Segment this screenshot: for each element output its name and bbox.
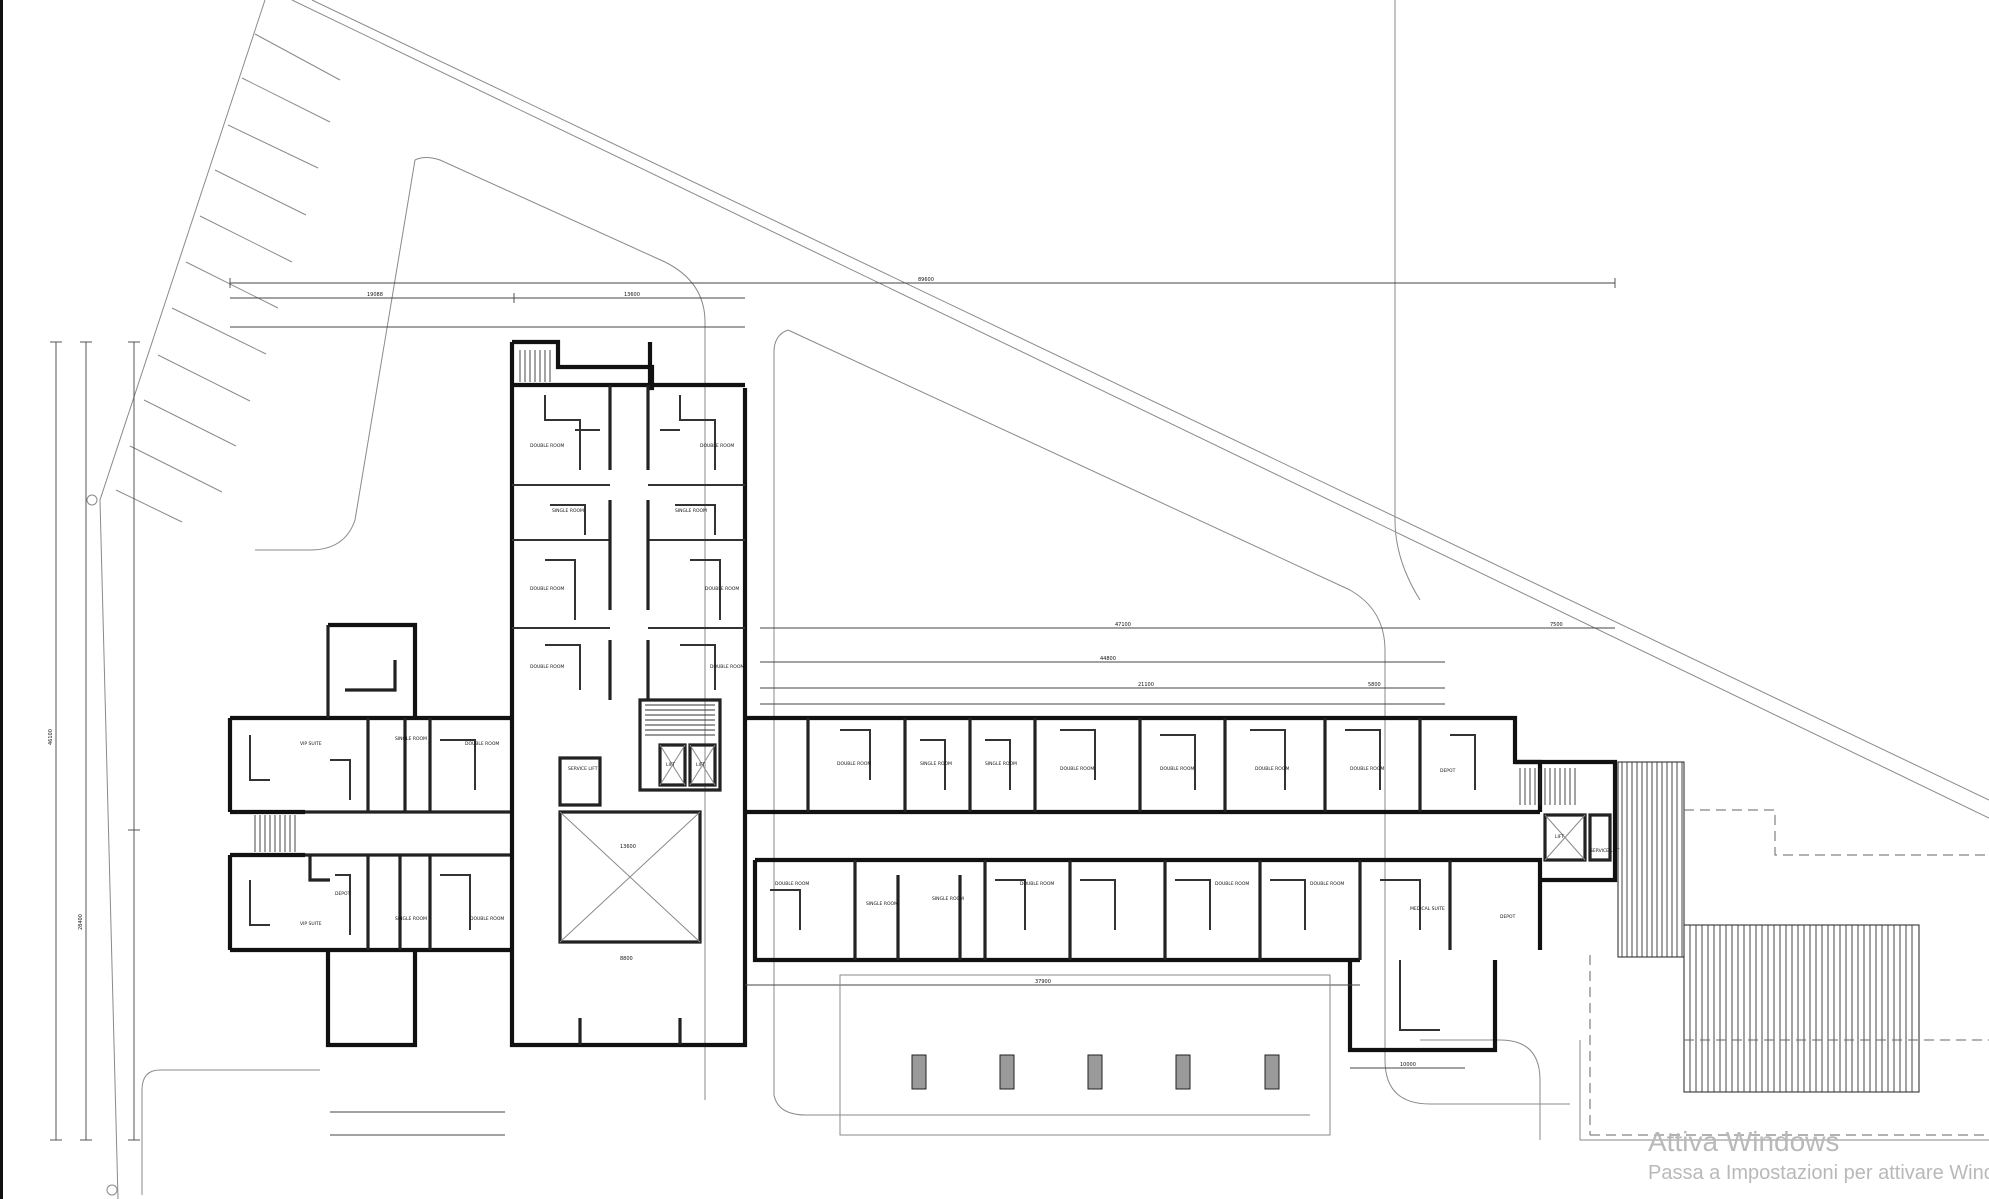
window-edge xyxy=(0,0,3,1199)
dim-central-hall: 13600 xyxy=(620,844,636,850)
room-label-single-8: SINGLE ROOM xyxy=(932,896,964,902)
east-hatched-structures xyxy=(1617,761,1920,1093)
room-label-double-5: DOUBLE ROOM xyxy=(530,664,564,670)
room-label-double-14: DOUBLE ROOM xyxy=(775,881,809,887)
dim-south-span: 37900 xyxy=(1035,979,1051,985)
room-label-double-13: DOUBLE ROOM xyxy=(1350,766,1384,772)
top-dimension-lines: 89600 19088 13600 47100 7500 44800 21100… xyxy=(229,277,1616,705)
room-label-single-5: SINGLE ROOM xyxy=(920,761,952,767)
room-label-lift-1: LIFT xyxy=(666,762,675,768)
dim-corridor-right: 5800 xyxy=(1368,682,1381,688)
room-label-single-1: SINGLE ROOM xyxy=(552,508,584,514)
room-label-single-2: SINGLE ROOM xyxy=(675,508,707,514)
site-boundaries xyxy=(99,0,1989,1199)
activation-watermark: Attiva Windows Passa a Impostazioni per … xyxy=(1648,1124,1989,1186)
room-label-depot-3: DEPOT xyxy=(1500,914,1516,920)
room-label-double-16: DOUBLE ROOM xyxy=(1215,881,1249,887)
central-hall: LIFT LIFT SERVICE LIFT 13600 8800 xyxy=(509,698,748,1048)
room-label-lift-3: LIFT xyxy=(1555,834,1564,840)
room-label-double-4: DOUBLE ROOM xyxy=(705,586,739,592)
north-stair xyxy=(519,350,551,382)
room-label-depot-2: DEPOT xyxy=(1440,768,1456,774)
room-label-service-lift: SERVICE LIFT xyxy=(568,766,598,772)
parking-stalls xyxy=(115,33,341,523)
watermark-title: Attiva Windows xyxy=(1648,1126,1840,1157)
room-label-double-8: DOUBLE ROOM xyxy=(470,916,504,922)
room-label-vip-suite-2: VIP SUITE xyxy=(300,921,322,927)
east-dashed-outlines xyxy=(1589,809,1989,1136)
room-label-double-9: DOUBLE ROOM xyxy=(837,761,871,767)
room-label-single-3: SINGLE ROOM xyxy=(395,736,427,742)
dim-corridor-mid: 21100 xyxy=(1138,682,1154,688)
dim-central-hall-2: 8800 xyxy=(620,956,633,962)
room-label-double-15: DOUBLE ROOM xyxy=(1020,881,1054,887)
west-stair xyxy=(254,815,296,852)
room-label-double-10: DOUBLE ROOM xyxy=(1060,766,1094,772)
room-label-vip-suite-1: VIP SUITE xyxy=(300,741,322,747)
room-label-single-4: SINGLE ROOM xyxy=(395,916,427,922)
room-label-service-lift-2: SERVICE LIFT xyxy=(1590,848,1620,854)
watermark-subtitle: Passa a Impostazioni per attivare Window… xyxy=(1648,1162,1989,1185)
east-wing: LIFT SERVICE LIFT DOUBLE ROOM SINGLE ROO… xyxy=(745,715,1620,1053)
room-label-double-2: DOUBLE ROOM xyxy=(700,443,734,449)
dim-south-detail: 10000 xyxy=(1400,1062,1416,1068)
room-label-single-6: SINGLE ROOM xyxy=(985,761,1017,767)
room-label-double-11: DOUBLE ROOM xyxy=(1160,766,1194,772)
east-stair xyxy=(1519,768,1576,805)
dim-left-total: 46100 xyxy=(48,729,54,745)
central-stair xyxy=(645,704,715,736)
dim-top-left: 19088 xyxy=(367,292,383,298)
room-label-double-6: DOUBLE ROOM xyxy=(710,664,744,670)
dim-top-total: 89600 xyxy=(918,277,934,283)
room-label-double-12: DOUBLE ROOM xyxy=(1255,766,1289,772)
room-label-double-1: DOUBLE ROOM xyxy=(530,443,564,449)
west-wing: VIP SUITE VIP SUITE SINGLE ROOM DOUBLE R… xyxy=(227,622,512,1048)
room-label-double-3: DOUBLE ROOM xyxy=(530,586,564,592)
room-label-depot-1: DEPOT xyxy=(335,891,351,897)
dim-east-wing: 47100 xyxy=(1115,622,1131,628)
room-label-single-7: SINGLE ROOM xyxy=(866,901,898,907)
room-label-double-17: DOUBLE ROOM xyxy=(1310,881,1344,887)
dim-top-right: 13600 xyxy=(624,292,640,298)
left-dimension-lines: 46100 28400 xyxy=(48,341,140,1196)
room-label-lift-2: LIFT xyxy=(696,762,705,768)
dim-corridor-span: 44800 xyxy=(1100,656,1116,662)
north-wing: DOUBLE ROOM DOUBLE ROOM SINGLE ROOM SING… xyxy=(509,339,748,710)
dim-left-secondary: 28400 xyxy=(78,914,84,930)
dim-east-tail: 7500 xyxy=(1550,622,1563,628)
room-label-medical-suite: MEDICAL SUITE xyxy=(1410,906,1445,912)
room-label-double-7: DOUBLE ROOM xyxy=(465,741,499,747)
south-dimension-lines: 37900 10000 xyxy=(330,979,1465,1136)
south-parking xyxy=(839,974,1331,1136)
